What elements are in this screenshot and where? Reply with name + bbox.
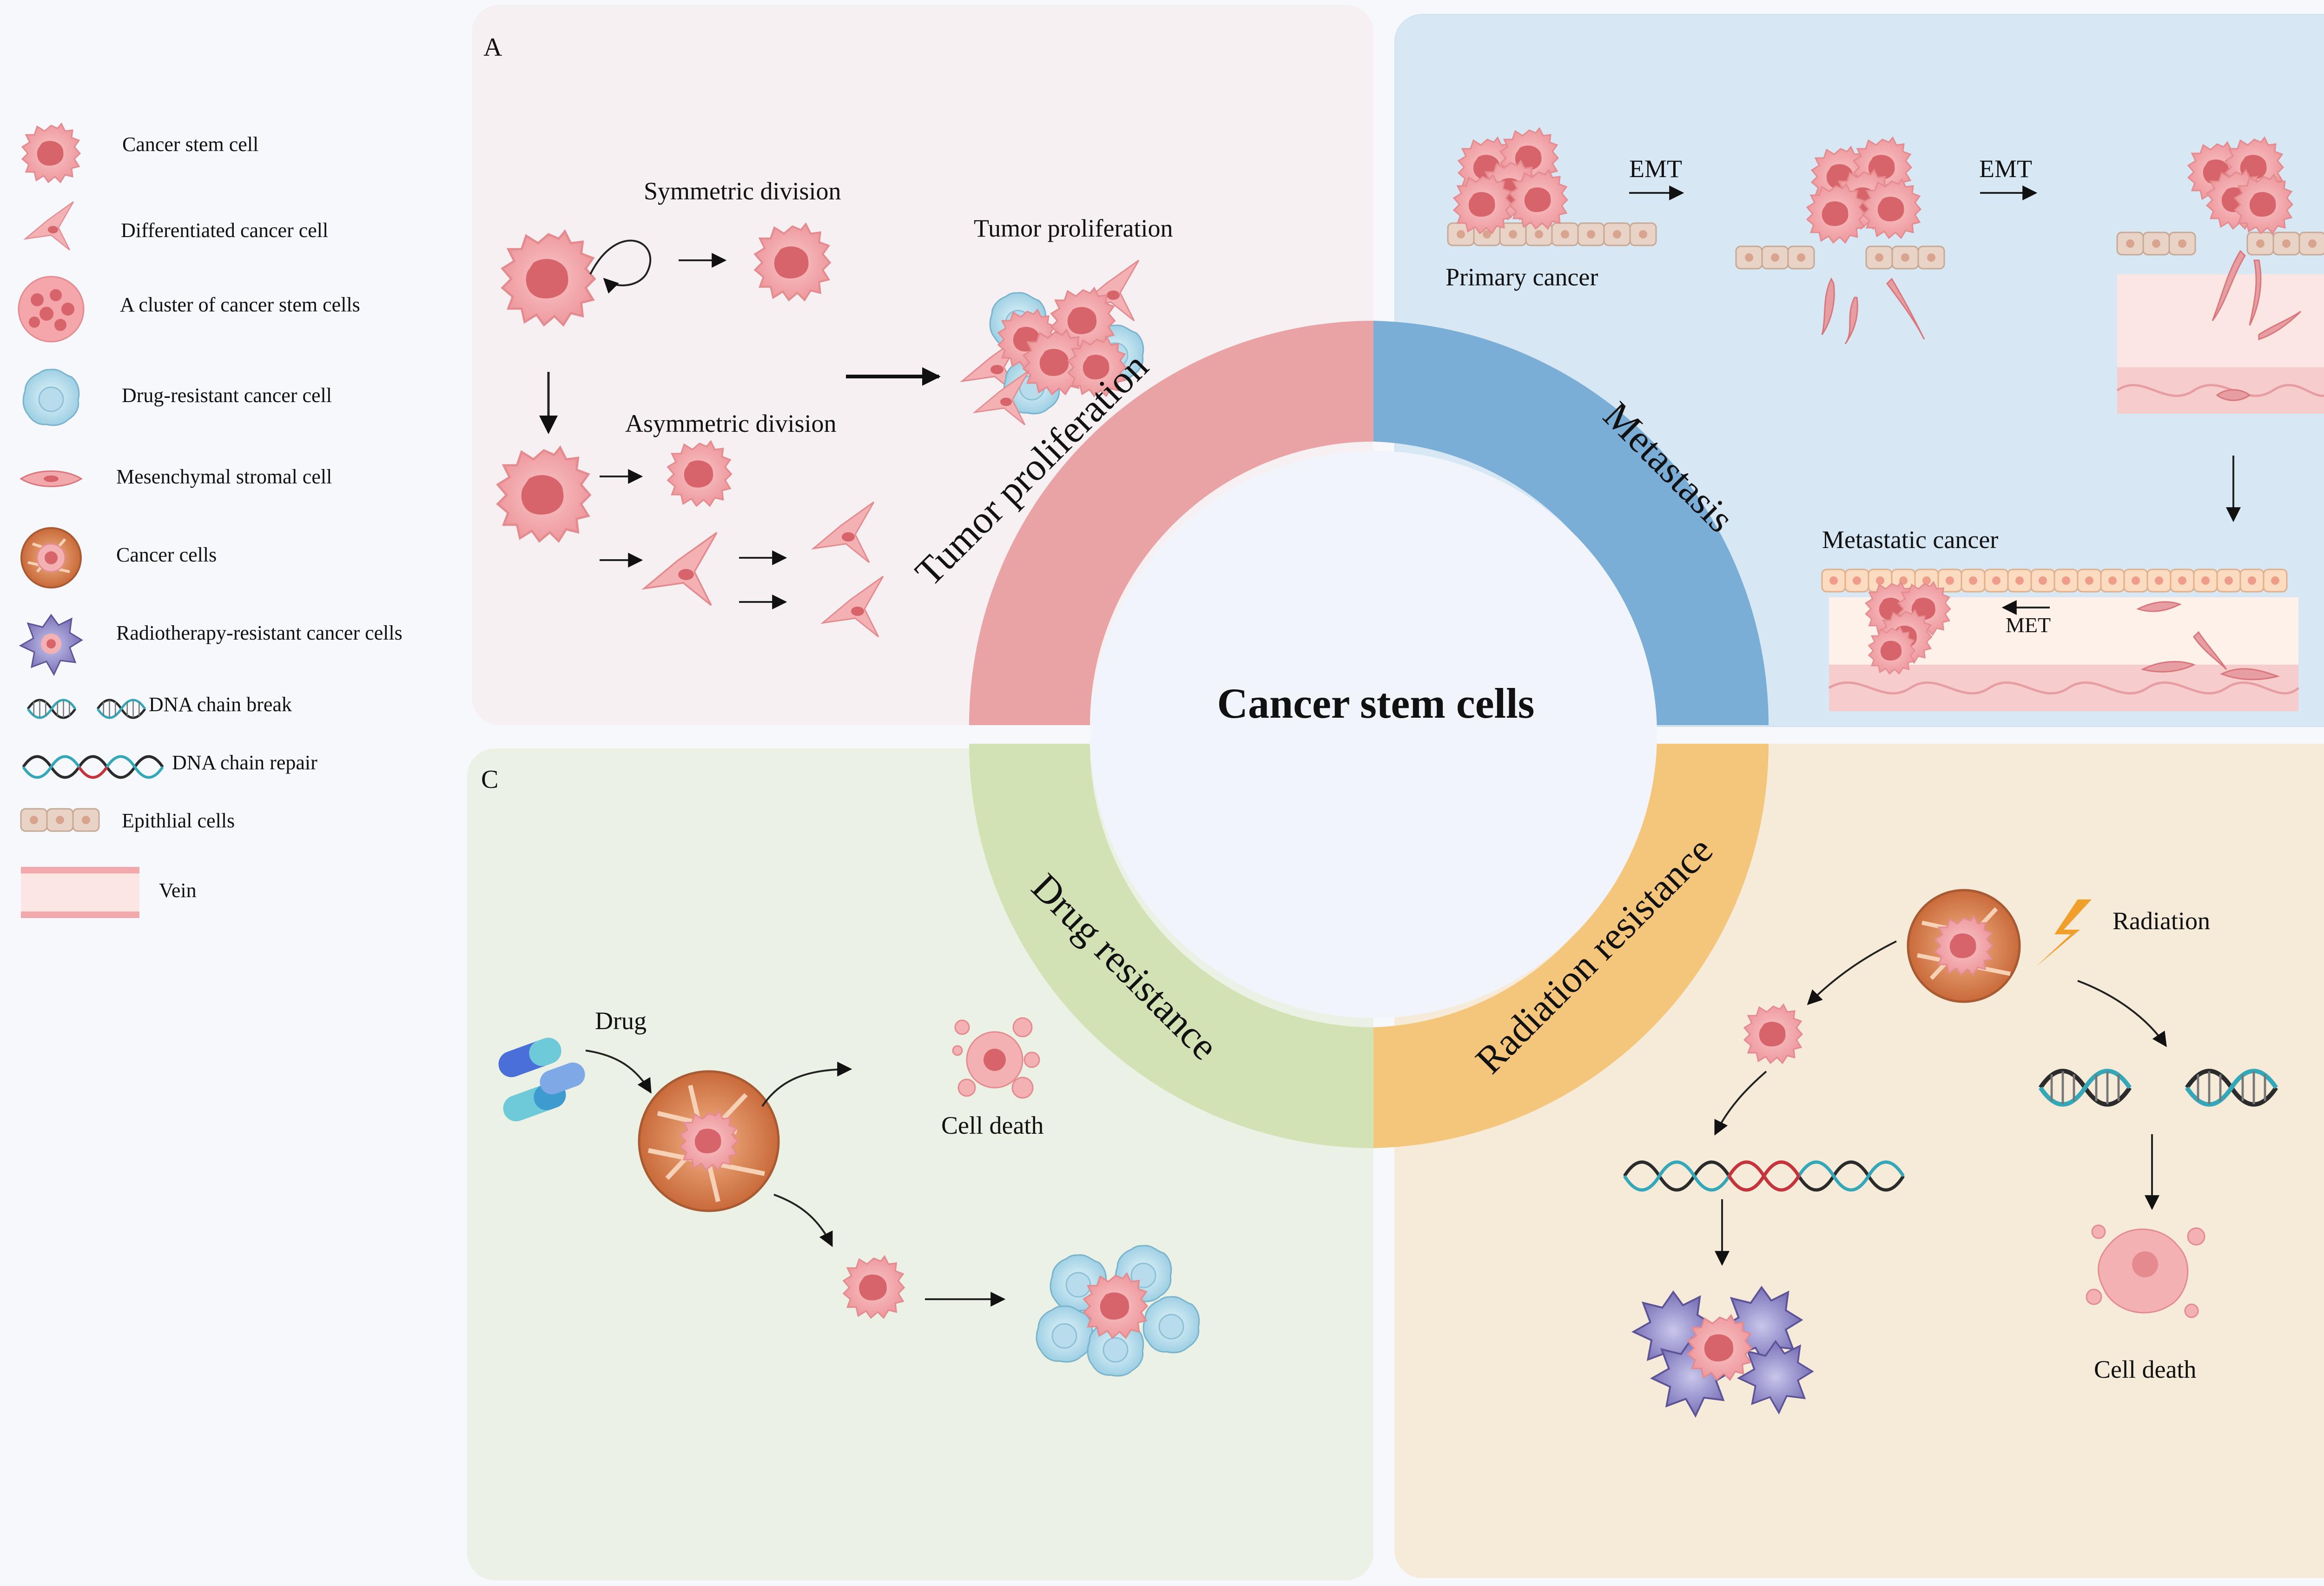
panel-b-art	[1447, 127, 2324, 711]
label-primary-cancer: Primary cancer	[1446, 263, 1598, 291]
legend-drug-resistant-label: Drug-resistant cancer cell	[122, 384, 332, 407]
label-tumor-proliferation: Tumor proliferation	[974, 214, 1173, 242]
legend-cancer-cells-icon	[20, 527, 82, 588]
label-emt-1: EMT	[1629, 155, 1682, 183]
panel-a-art	[498, 223, 1144, 638]
label-met: MET	[2006, 613, 2051, 637]
legend-cluster-icon	[18, 276, 85, 343]
legend-dna-repair-icon	[22, 755, 164, 779]
legend-dna-repair-label: DNA chain repair	[172, 751, 317, 774]
cell-death-c-icon	[952, 1017, 1040, 1099]
legend-vein-label: Vein	[159, 879, 197, 902]
center-ring	[969, 321, 1769, 1148]
label-asymmetric-division: Asymmetric division	[625, 410, 837, 437]
legend-drug-resistant-icon	[22, 369, 80, 426]
legend-radio-resistant-icon	[19, 614, 83, 676]
legend-mesenchymal-icon	[20, 470, 83, 487]
cell-death-d-icon	[2086, 1224, 2205, 1318]
panel-d-art	[1623, 889, 2276, 1418]
legend-diff-cell-label: Differentiated cancer cell	[121, 219, 329, 242]
lightning-icon	[2036, 899, 2092, 967]
legend-mesenchymal-label: Mesenchymal stromal cell	[116, 465, 332, 488]
label-radiation: Radiation	[2113, 907, 2210, 935]
legend-epithelial-icon	[20, 808, 100, 832]
legend-cancer-cells-label: Cancer cells	[116, 543, 217, 566]
center-title: Cancer stem cells	[1217, 680, 1535, 727]
label-emt-2: EMT	[1979, 155, 2032, 183]
panel-c-art	[498, 1017, 1200, 1377]
legend-radio-resistant-label: Radiotherapy-resistant cancer cells	[116, 621, 403, 644]
label-symmetric-division: Symmetric division	[644, 177, 841, 205]
legend-epithelial-label: Epithlial cells	[122, 809, 235, 832]
panel-a-letter: A	[483, 33, 502, 62]
legend-dna-break-label: DNA chain break	[149, 693, 292, 716]
label-drug: Drug	[595, 1007, 647, 1035]
panel-c-letter: C	[481, 765, 499, 794]
legend-dna-break-icon	[28, 700, 145, 718]
legend-diff-cell-icon	[24, 201, 74, 251]
label-metastatic-cancer: Metastatic cancer	[1822, 526, 1999, 554]
legend-vein-icon	[21, 867, 139, 918]
label-cell-death-c: Cell death	[941, 1111, 1044, 1139]
legend-cluster-label: A cluster of cancer stem cells	[120, 293, 360, 316]
label-cell-death-d: Cell death	[2094, 1355, 2197, 1383]
legend-cancer-stem-cell-label: Cancer stem cell	[122, 133, 259, 156]
